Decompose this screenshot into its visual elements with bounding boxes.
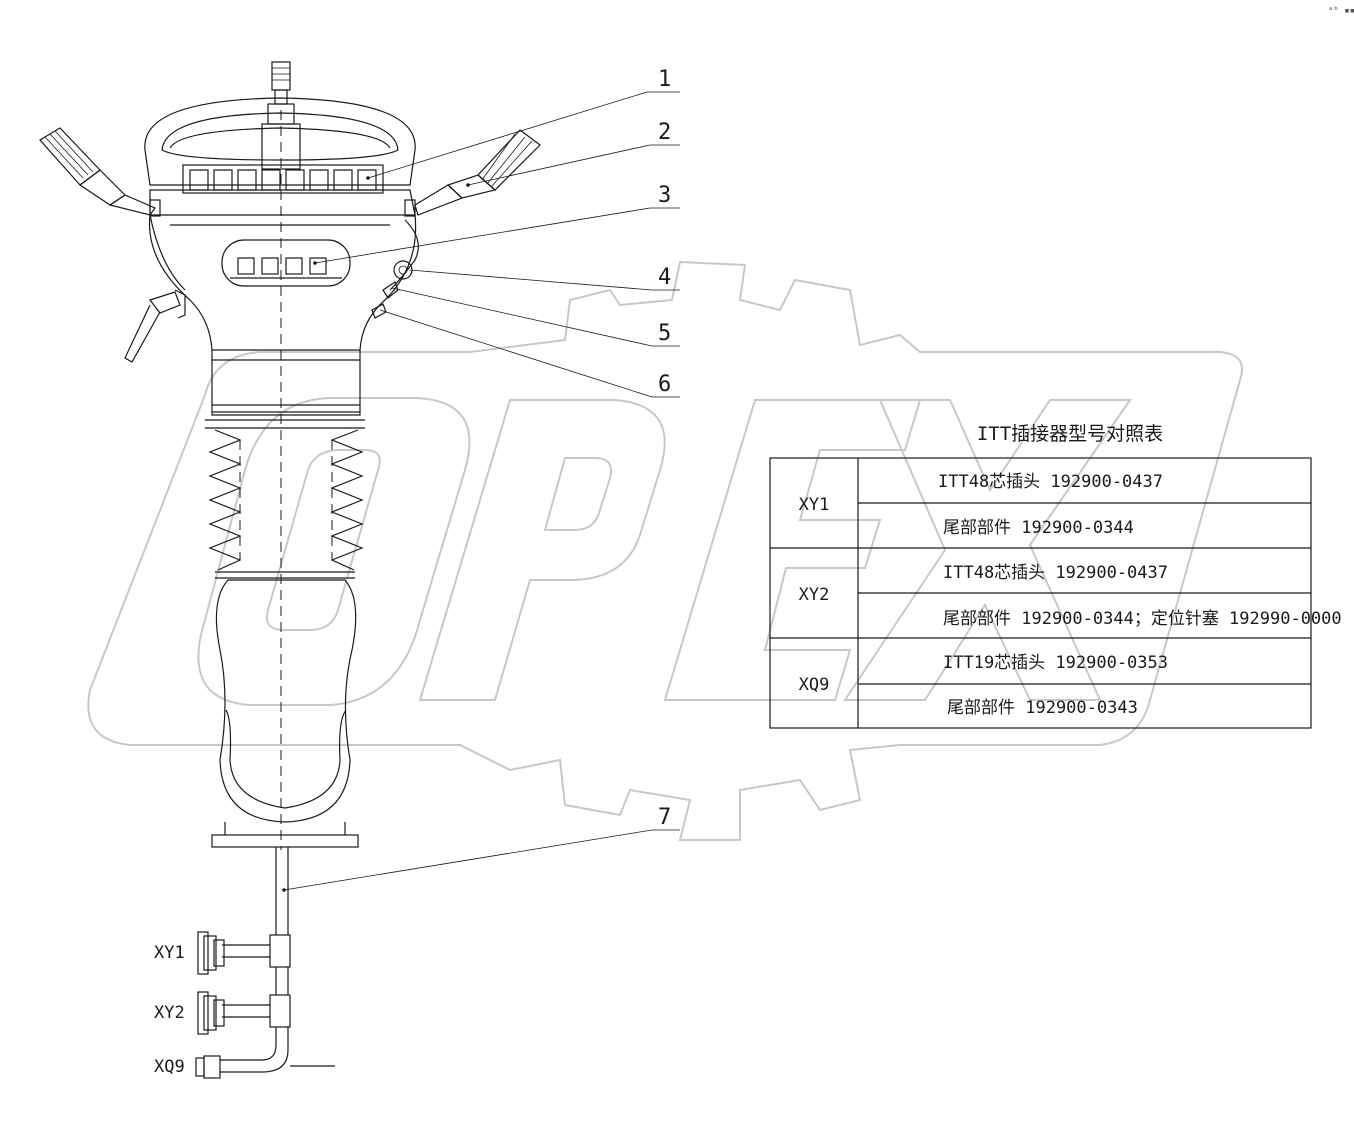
- connector-label-xy2: XY2: [154, 1003, 185, 1023]
- connector-xy1-body: [197, 931, 225, 975]
- connector-label-xq9: XQ9: [154, 1057, 185, 1077]
- connector-table: ITT插接器型号对照表 XY1 ITT48芯插头 192900-0437 尾部部…: [769, 423, 1342, 729]
- left-grip: [39, 127, 161, 217]
- leader-lines: [283, 91, 680, 891]
- callout-7: 7: [658, 805, 671, 830]
- switch-row: [189, 169, 377, 191]
- table-code-xq9: XQ9: [799, 675, 830, 695]
- table-code-xy2: XY2: [799, 585, 830, 605]
- right-grip: [404, 129, 541, 217]
- table-row-xq9-tail: 尾部部件 192900-0343: [947, 698, 1138, 718]
- callout-6: 6: [658, 372, 671, 397]
- table-row-xy2-plug: ITT48芯插头 192900-0437: [943, 563, 1168, 583]
- connector-label-xy1: XY1: [154, 943, 185, 963]
- connector-xy2-body: [197, 991, 225, 1035]
- connector-xq9-body: [195, 1055, 221, 1079]
- table-row-xy1-tail: 尾部部件 192900-0344: [943, 518, 1134, 538]
- indicator-row: [237, 257, 327, 275]
- device-body: [39, 61, 541, 1079]
- callout-1: 1: [658, 67, 671, 92]
- bellows: [208, 429, 364, 571]
- table-row-xy2-tail: 尾部部件 192900-0344；定位针塞 192990-0000: [943, 609, 1342, 629]
- cable-assembly: [220, 847, 291, 1073]
- callout-3: 3: [658, 183, 671, 208]
- callout-5: 5: [658, 321, 671, 346]
- callout-2: 2: [658, 120, 671, 145]
- callout-4: 4: [658, 265, 671, 290]
- table-row-xy1-plug: ITT48芯插头 192900-0437: [938, 472, 1163, 492]
- corner-mark: ᵃᵇ ▪▪▪: [1328, 6, 1354, 16]
- table-code-xy1: XY1: [799, 495, 830, 515]
- watermark-logo: [87, 260, 1243, 841]
- table-title: ITT插接器型号对照表: [977, 423, 1163, 445]
- table-row-xq9-plug: ITT19芯插头 192900-0353: [943, 653, 1168, 673]
